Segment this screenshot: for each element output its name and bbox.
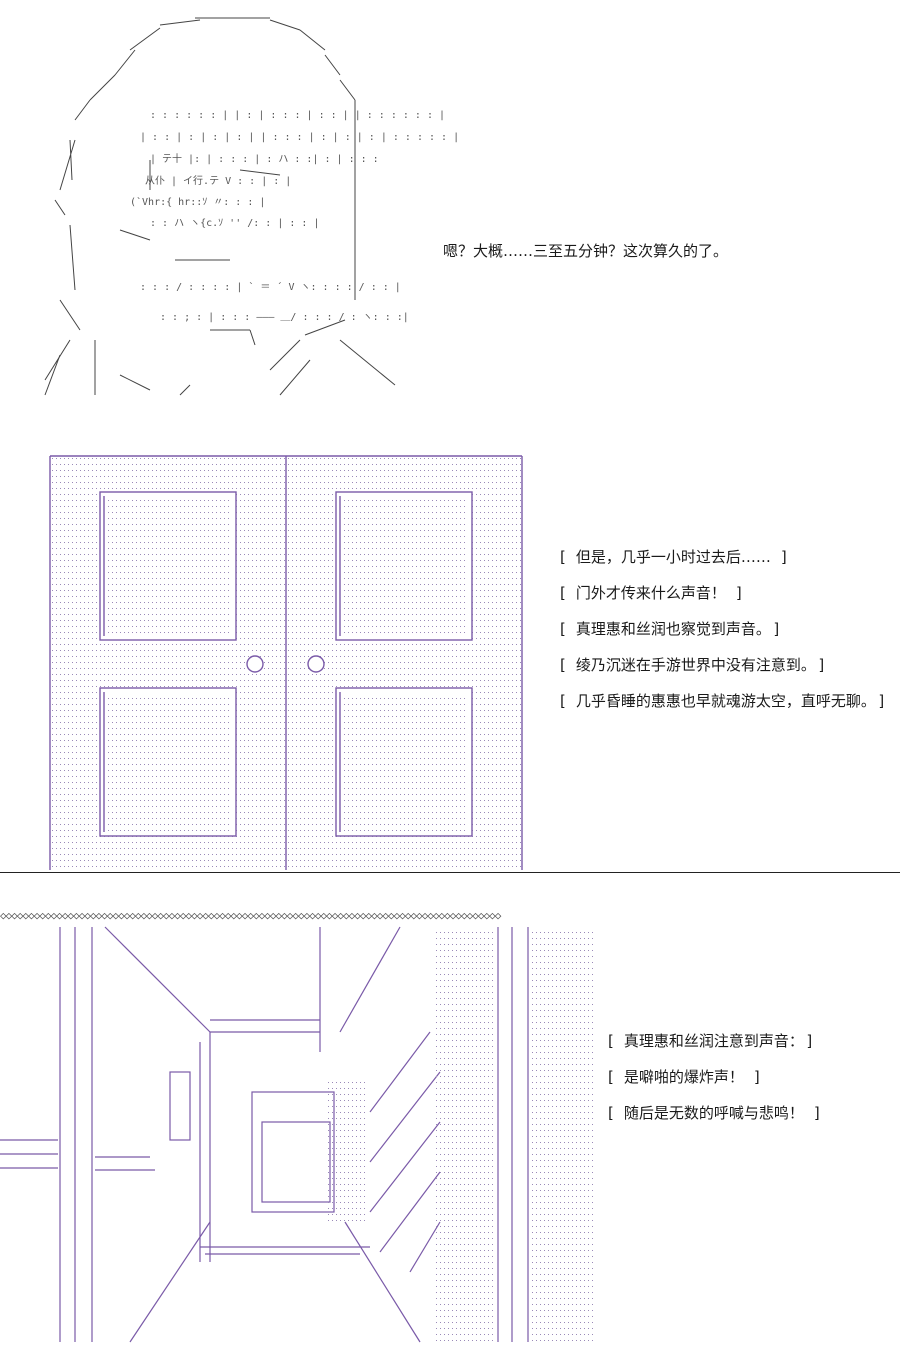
caption-line: [绫乃沉迷在手游世界中没有注意到。] (560, 656, 825, 674)
wave-border-icon: ◇◇◇◇◇◇◇◇◇◇◇◇◇◇◇◇◇◇◇◇◇◇◇◇◇◇◇◇◇◇◇◇◇◇◇◇◇◇◇◇… (0, 910, 501, 922)
caption-list: [但是，几乎一小时过去后……] [门外才传来什么声音！] [真理惠和丝润也察觉到… (560, 548, 884, 728)
dialogue-text: 嗯？大概……三至五分钟？这次算久的了。 (443, 242, 729, 260)
caption-line: [随后是无数的呼喊与悲鸣！] (608, 1104, 820, 1122)
svg-text:从仆 | イ行.テ V :: 从仆 | イ行.テ V : : | : | (145, 174, 291, 187)
corridor-ascii-art-icon (0, 926, 596, 1343)
panel-divider (0, 872, 900, 873)
panel-corridor: ◇◇◇◇◇◇◇◇◇◇◇◇◇◇◇◇◇◇◇◇◇◇◇◇◇◇◇◇◇◇◇◇◇◇◇◇◇◇◇◇… (0, 872, 900, 1345)
svg-text:| テ十 |: | : : : | : ハ : :| :: | テ十 |: | : : : | : ハ : :| : | : : : (150, 152, 379, 165)
caption-line: [真理惠和丝润注意到声音：] (608, 1032, 813, 1050)
svg-text:: : : / : : : : | ` ＝ ´ V ヽ: : : : / : : : : | ` ＝ ´ V ヽ: : : : / : :… (140, 281, 401, 293)
svg-text:: : : : : : | | : | : : : | :: : : : : : : | | : | : : : | : : | | : : … (150, 110, 445, 121)
double-door-ascii-art-icon (49, 455, 523, 870)
panel-door: [但是，几乎一小时过去后……] [门外才传来什么声音！] [真理惠和丝润也察觉到… (0, 440, 900, 872)
caption-line: [是噼啪的爆炸声！] (608, 1068, 760, 1086)
svg-text:(`Vhr:{ hr::ｿ 〃: :: (`Vhr:{ hr::ｿ 〃: : : | (130, 196, 265, 208)
svg-text:: : ; : | : : : ――― ＿/ : :: : : ; : | : : : ――― ＿/ : : : / : ヽ: : :| (160, 312, 409, 323)
caption-line: [几乎昏睡的惠惠也早就魂游太空，直呼无聊。] (560, 692, 885, 710)
svg-text:: : ハ ヽ{c.ｿ '' /: : |: : : ハ ヽ{c.ｿ '' /: : | : : | (150, 218, 320, 229)
svg-text:| : : | : | : | : | | : : : |: | : : | : | : | : | | : : : | : | : | : … (140, 132, 459, 143)
caption-line: [门外才传来什么声音！] (560, 584, 742, 602)
caption-line: [但是，几乎一小时过去后……] (560, 548, 787, 566)
panel-girl: : : : : : : | | : | : : : | : : | | : : … (0, 0, 900, 440)
caption-line: [真理惠和丝润也察觉到声音。] (560, 620, 780, 638)
girl-ascii-art-icon: : : : : : : | | : | : : : | : : | | : : … (44, 17, 459, 396)
caption-list: [真理惠和丝润注意到声音：] [是噼啪的爆炸声！] [随后是无数的呼喊与悲鸣！] (608, 1032, 820, 1140)
